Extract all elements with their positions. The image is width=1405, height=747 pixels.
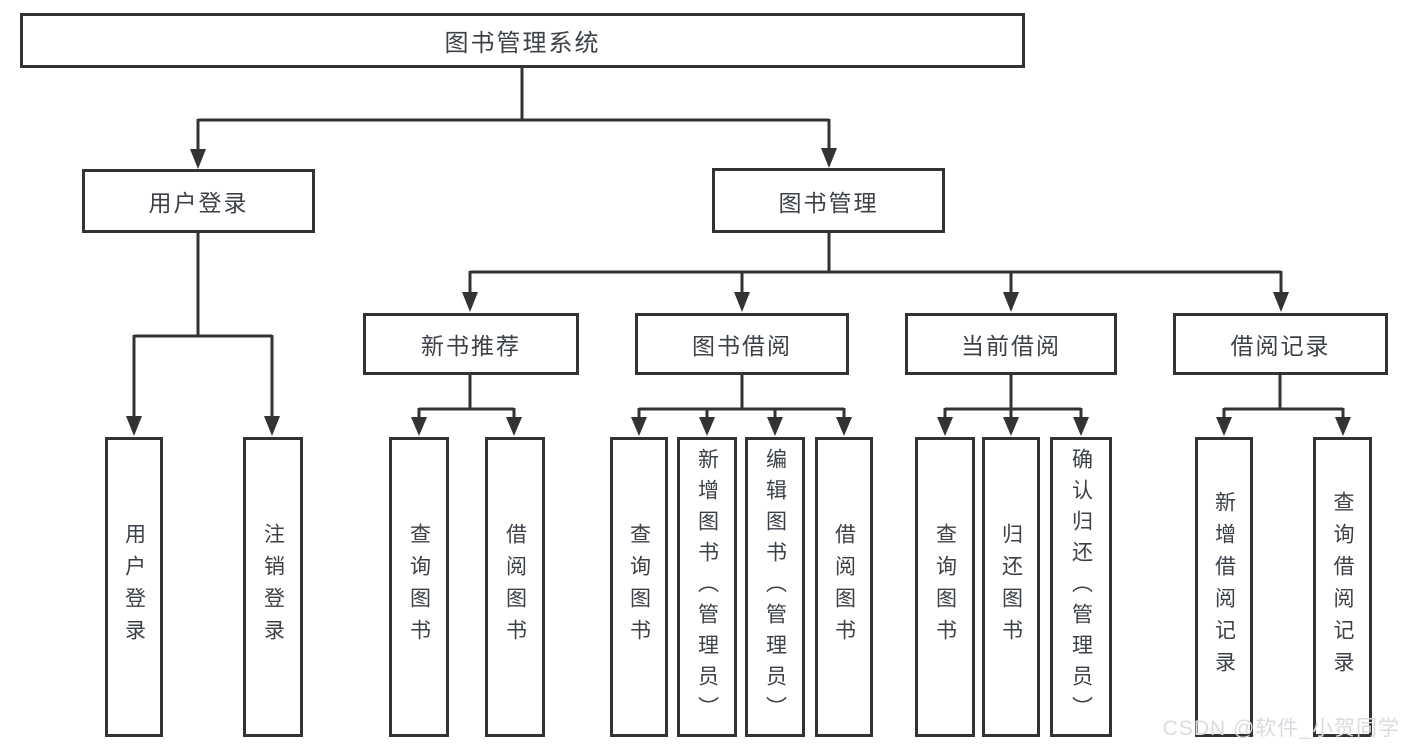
leaf-query-books-borrowing: 查询图书 xyxy=(610,437,668,737)
leaf-logout: 注销登录 xyxy=(243,437,303,737)
leaf-add-book-admin: 新增图书（管理员） xyxy=(677,437,737,737)
leaf-borrow-books-recommend: 借阅图书 xyxy=(485,437,545,737)
connector-book-borrowing-to-leaves xyxy=(631,375,852,436)
leaf-query-borrow-record: 查询借阅记录 xyxy=(1313,437,1372,737)
node-current-borrowing: 当前借阅 xyxy=(905,313,1117,375)
node-new-book-recommend: 新书推荐 xyxy=(363,313,579,375)
connector-new-book-recommend-to-leaves xyxy=(411,375,522,436)
leaf-confirm-return-admin: 确认归还（管理员） xyxy=(1050,437,1112,737)
leaf-add-borrow-record: 新增借阅记录 xyxy=(1195,437,1253,737)
leaf-borrow-books-borrowing: 借阅图书 xyxy=(815,437,873,737)
leaf-query-books-current: 查询图书 xyxy=(915,437,975,737)
connector-book-management-to-level3 xyxy=(462,233,1289,312)
connector-current-borrowing-to-leaves xyxy=(937,375,1089,436)
connector-user-login-to-leaves xyxy=(126,233,280,436)
node-library-management-system: 图书管理系统 xyxy=(20,13,1025,68)
leaf-edit-book-admin: 编辑图书（管理员） xyxy=(745,437,805,737)
node-borrowing-records: 借阅记录 xyxy=(1173,313,1388,375)
watermark: CSDN @软件_小贺同学 xyxy=(1162,717,1400,740)
leaf-query-books-recommend: 查询图书 xyxy=(389,437,449,737)
node-book-management: 图书管理 xyxy=(712,168,945,233)
node-book-borrowing: 图书借阅 xyxy=(635,313,849,375)
leaf-return-books: 归还图书 xyxy=(982,437,1040,737)
leaf-user-login: 用户登录 xyxy=(105,437,163,737)
connector-borrowing-records-to-leaves xyxy=(1216,375,1351,436)
connector-root-to-level2 xyxy=(190,68,837,169)
node-user-login: 用户登录 xyxy=(82,169,315,233)
